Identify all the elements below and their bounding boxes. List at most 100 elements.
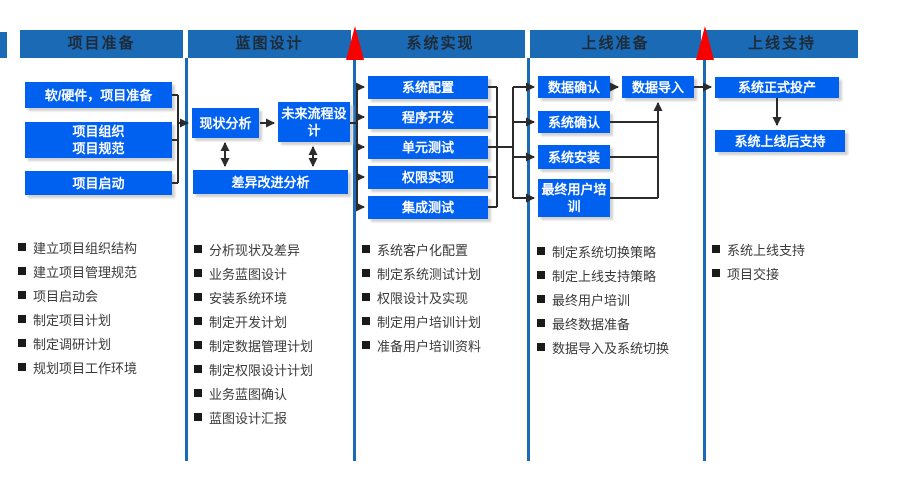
bullet-square-icon [18,363,26,371]
task-item: 建立项目组织结构 [18,240,138,256]
bullet-square-icon [537,319,545,327]
task-label: 制定用户培训计划 [377,314,482,330]
phase-header-realization: 系统实现 [356,30,525,58]
task-item: 制定调研计划 [18,336,137,352]
phase-header-project-prep: 项目准备 [20,30,183,58]
bullet-square-icon [194,413,202,421]
task-label: 制定上线支持策略 [552,268,657,284]
task-label: 业务蓝图确认 [209,386,288,402]
task-label: 项目交接 [727,266,780,282]
bullet-square-icon [194,293,202,301]
box-end-user-training: 最终用户培训 [538,179,610,217]
bullet-square-icon [18,315,26,323]
task-label: 规划项目工作环境 [33,360,138,376]
phase-divider [703,58,706,461]
task-label: 制定项目计划 [33,312,112,328]
task-item: 项目启动会 [18,288,137,304]
bullet-square-icon [18,291,26,299]
phase-divider [353,58,356,461]
bullet-square-icon [537,247,545,255]
bullet-square-icon [194,269,202,277]
task-label: 业务蓝图设计 [209,266,288,282]
box-program-development: 程序开发 [368,106,488,129]
task-item: 业务蓝图设计 [194,266,313,282]
bullet-square-icon [537,343,545,351]
task-item: 制定系统切换策略 [537,244,669,260]
task-item: 制定系统测试计划 [362,266,482,282]
bullet-square-icon [362,341,370,349]
task-item: 数据导入及系统切换 [537,340,670,356]
task-item: 项目交接 [712,266,805,282]
task-label: 安装系统环境 [209,290,288,306]
task-label: 制定系统切换策略 [552,244,657,260]
phase-header-blueprint: 蓝图设计 [188,30,351,58]
task-list-golive-prep: 制定系统切换策略制定上线支持策略最终用户培训最终数据准备数据导入及系统切换 [537,244,669,364]
milestone-triangle-icon [346,26,364,60]
task-label: 建立项目组织结构 [33,240,138,256]
task-item: 权限设计及实现 [362,290,481,306]
phase-header-golive-prep: 上线准备 [530,30,701,58]
bullet-square-icon [18,339,26,347]
box-project-kickoff: 项目启动 [25,171,172,195]
task-label: 权限设计及实现 [377,290,469,306]
box-future-process-design: 未来流程设计 [278,102,350,142]
box-post-golive-support: 系统上线后支持 [715,130,845,152]
box-integration-test: 集成测试 [368,196,488,219]
task-item: 制定数据管理计划 [194,338,314,354]
box-go-live: 系统正式投产 [715,77,839,98]
task-list-golive-support: 系统上线支持项目交接 [712,242,805,290]
bullet-square-icon [194,389,202,397]
box-current-state-analysis: 现状分析 [192,108,259,138]
box-line-project-rules: 项目规范 [72,141,125,156]
phase-divider [527,58,530,461]
task-item: 蓝图设计汇报 [194,410,313,426]
task-label: 蓝图设计汇报 [209,410,288,426]
bullet-square-icon [362,317,370,325]
phase-divider [185,58,188,461]
task-item: 制定开发计划 [194,314,313,330]
bullet-square-icon [712,269,720,277]
task-label: 制定系统测试计划 [377,266,482,282]
task-list-realization: 系统客户化配置制定系统测试计划权限设计及实现制定用户培训计划准备用户培训资料 [362,242,481,362]
task-label: 制定开发计划 [209,314,288,330]
task-item: 安装系统环境 [194,290,313,306]
bullet-square-icon [194,245,202,253]
box-authorization-impl: 权限实现 [368,166,488,189]
task-item: 制定项目计划 [18,312,137,328]
connectors-phase4 [610,82,712,199]
bullet-square-icon [362,245,370,253]
task-label: 数据导入及系统切换 [552,340,670,356]
bullet-square-icon [194,317,202,325]
bullet-square-icon [194,341,202,349]
box-system-configuration: 系统配置 [368,76,488,99]
task-item: 规划项目工作环境 [18,360,138,376]
bullet-square-icon [362,293,370,301]
box-project-org-rules: 项目组织 项目规范 [25,122,172,158]
bullet-square-icon [362,269,370,277]
task-list-blueprint: 分析现状及差异业务蓝图设计安装系统环境制定开发计划制定数据管理计划制定权限设计计… [194,242,313,434]
task-item: 制定用户培训计划 [362,314,482,330]
task-item: 准备用户培训资料 [362,338,482,354]
box-line-project-org: 项目组织 [72,124,125,139]
box-data-confirm: 数据确认 [538,76,610,98]
task-item: 最终数据准备 [537,316,669,332]
task-label: 制定数据管理计划 [209,338,314,354]
task-label: 系统上线支持 [727,242,806,258]
bullet-square-icon [18,243,26,251]
task-list-project-prep: 建立项目组织结构建立项目管理规范项目启动会制定项目计划制定调研计划规划项目工作环… [18,240,137,384]
box-gap-improvement-analysis: 差异改进分析 [193,170,348,194]
task-item: 系统客户化配置 [362,242,481,258]
task-label: 分析现状及差异 [209,242,301,258]
box-data-import: 数据导入 [622,76,694,98]
task-label: 准备用户培训资料 [377,338,482,354]
task-item: 制定上线支持策略 [537,268,669,284]
box-system-confirm: 系统确认 [538,111,610,133]
task-item: 分析现状及差异 [194,242,313,258]
box-unit-test: 单元测试 [368,136,488,159]
task-label: 制定权限设计计划 [209,362,314,378]
bullet-square-icon [537,295,545,303]
task-label: 最终数据准备 [552,316,631,332]
task-label: 系统客户化配置 [377,242,469,258]
bullet-square-icon [194,365,202,373]
